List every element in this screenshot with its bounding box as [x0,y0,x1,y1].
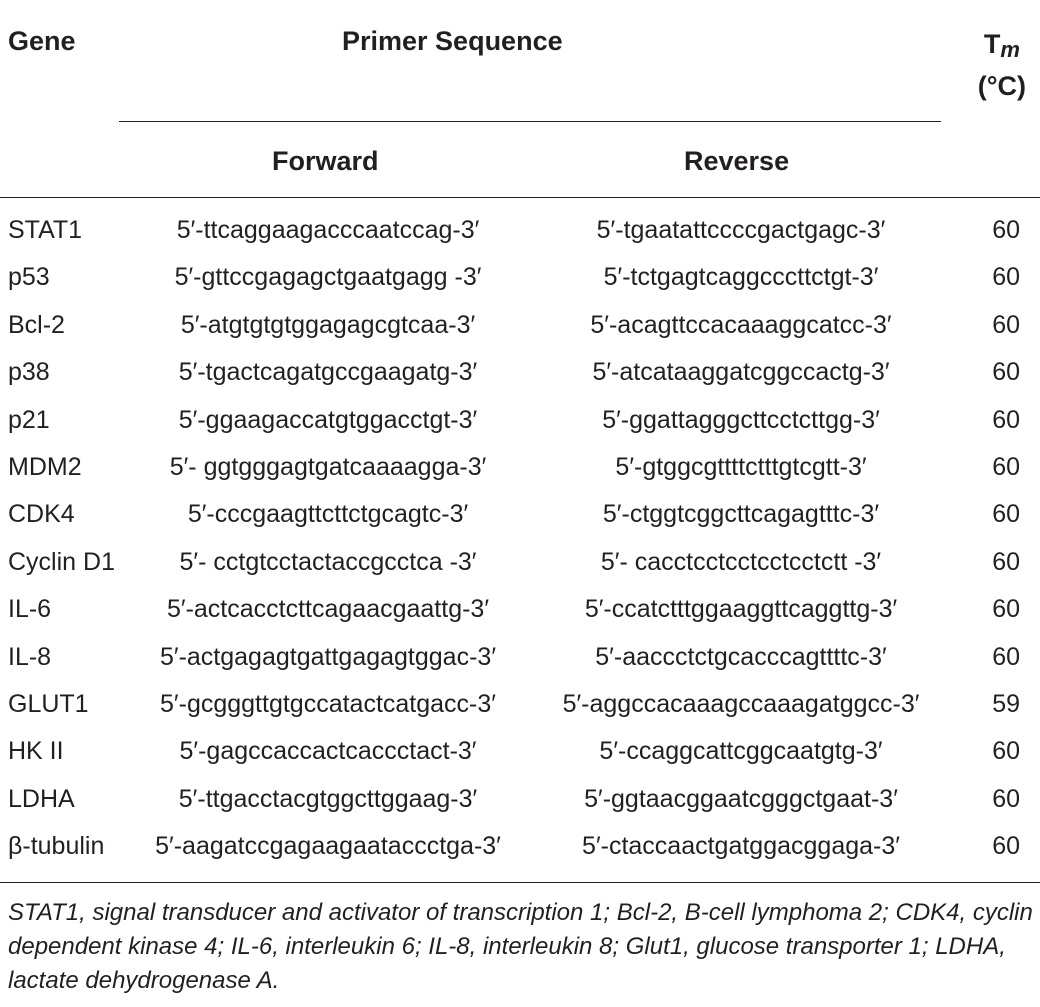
forward-primer-cell: 5′- ggtgggagtgatcaaaagga-3′ [169,452,487,481]
gene-cell: STAT1 [8,216,83,244]
forward-primer-cell: 5′-cccgaagttcttctgcagtc-3′ [187,500,469,529]
subheader-rule [119,121,941,122]
reverse-primer-cell: 5′-ccaggcattcggcaatgtg-3′ [599,737,883,766]
reverse-primer-cell: 5′-tctgagtcaggcccttctgt-3′ [603,263,879,292]
header-tm-unit: (°C) [977,71,1026,101]
gene-cell: IL-6 [8,595,52,624]
gene-cell: p53 [8,263,50,292]
table-row: CDK4 5′-cccgaagttcttctgcagtc-3′ 5′-ctggtcg… [0,494,1040,541]
reverse-primer-cell: 5′-ctggtcggcttcagagtttc-3′ [602,500,880,529]
gene-cell: Cyclin D1 [8,547,115,576]
gene-cell: LDHA [8,784,75,813]
footer-rule [0,882,1040,883]
forward-primer-cell: 5′- cctgtcctactaccgcctca -3′ [179,547,477,576]
gene-cell: CDK4 [8,500,75,529]
table-row: GLUT1 5′-gcgggttgtgccatactcatgacc-3′ 5′-ag… [0,684,1040,731]
gene-cell: GLUT1 [8,689,89,718]
table-row: LDHA 5′-ttgacctacgtggcttggaag-3′ 5′-ggtaac… [0,779,1040,826]
forward-primer-cell: 5′-tgactcagatgccgaagatg-3′ [178,358,478,387]
tm-cell: 60 [992,642,1020,671]
table-row: IL-6 5′-actcacctcttcagaacgaattg-3′ 5′-ccat… [0,589,1040,636]
reverse-primer-cell: 5′-tgaatattccccgactgagc-3′ [596,216,886,244]
table-row: p21 5′-ggaagaccatgtggacctgt-3′ 5′-ggattagg… [0,400,1040,447]
header-rule [0,197,1040,198]
tm-cell: 60 [992,547,1020,576]
reverse-primer-cell: 5′-aaccctctgcacccagttttc-3′ [595,642,887,671]
tm-cell: 59 [992,689,1020,718]
reverse-primer-cell: 5′-aggccacaaagccaaagatggcc-3′ [562,689,920,718]
gene-cell: β-tubulin [8,832,105,861]
tm-cell: 60 [992,405,1020,434]
tm-cell: 60 [992,310,1020,339]
reverse-primer-cell: 5′-ggtaacggaatcgggctgaat-3′ [584,784,898,813]
table-row: MDM2 5′- ggtgggagtgatcaaaagga-3′ 5′-gtggcg… [0,447,1040,494]
forward-primer-cell: 5′-actgagagtgattgagagtggac-3′ [159,642,497,671]
header-forward: Forward [272,146,379,176]
gene-cell: IL-8 [8,642,52,671]
gene-cell: p21 [8,405,50,434]
forward-primer-cell: 5′-ttgacctacgtggcttggaag-3′ [178,784,478,813]
table-footnote: STAT1, signal transducer and activator o… [8,899,1033,994]
tm-cell: 60 [992,832,1020,861]
header-tm-symbol: T [983,29,1001,59]
reverse-primer-cell: 5′-acagttccacaaaggcatcc-3′ [590,310,892,339]
reverse-primer-cell: 5′-gtggcgttttctttgtcgtt-3′ [615,452,867,481]
table-row: Bcl-2 5′-atgtgtgtggagagcgtcaa-3′ 5′-acagtt… [0,305,1040,352]
gene-cell: p38 [8,358,50,387]
reverse-primer-cell: 5′-ggattagggcttcctcttgg-3′ [602,405,880,434]
table-row: HK II 5′-gagccaccactcaccctact-3′ 5′-ccaggc… [0,731,1040,778]
header-gene: Gene [8,26,76,56]
gene-cell: HK II [8,737,64,766]
tm-cell: 60 [992,452,1020,481]
table-row: Cyclin D1 5′- cctgtcctactaccgcctca -3′ 5′-… [0,542,1040,589]
tm-cell: 60 [992,784,1020,813]
forward-primer-cell: 5′-atgtgtgtggagagcgtcaa-3′ [180,310,476,339]
table-row: p53 5′-gttccgagagctgaatgagg -3′ 5′-tctgagt… [0,257,1040,304]
tm-cell: 60 [992,500,1020,529]
reverse-primer-cell: 5′-ccatctttggaaggttcaggttg-3′ [584,595,898,624]
gene-cell: MDM2 [8,452,82,481]
table-row: IL-8 5′-actgagagtgattgagagtggac-3′ 5′-aacc… [0,637,1040,684]
reverse-primer-cell: 5′-atcataaggatcggccactg-3′ [592,358,890,387]
table-body: STAT1 5′-ttcaggaagacccaatccag-3′ 5′-tgaata… [0,210,1040,873]
forward-primer-cell: 5′-gttccgagagctgaatgagg -3′ [174,263,482,292]
forward-primer-cell: 5′-actcacctcttcagaacgaattg-3′ [166,595,490,624]
tm-cell: 60 [992,737,1020,766]
table-row: STAT1 5′-ttcaggaagacccaatccag-3′ 5′-tgaata… [0,210,1040,257]
forward-primer-cell: 5′-ttcaggaagacccaatccag-3′ [176,216,480,244]
forward-primer-cell: 5′-gagccaccactcaccctact-3′ [179,737,477,766]
forward-primer-cell: 5′-ggaagaccatgtggacctgt-3′ [178,405,478,434]
tm-cell: 60 [992,595,1020,624]
header-reverse: Reverse [684,146,790,176]
header-tm-subscript: m [1000,37,1020,62]
header-primer-sequence: Primer Sequence [342,26,563,56]
tm-cell: 60 [992,216,1020,244]
tm-cell: 60 [992,263,1020,292]
tm-cell: 60 [992,358,1020,387]
reverse-primer-cell: 5′-ctaccaactgatggacggaga-3′ [582,832,900,861]
table-row: p38 5′-tgactcagatgccgaagatg-3′ 5′-atcataag… [0,352,1040,399]
table-row: β-tubulin 5′-aagatccgagaagaataccctga-3′ 5′… [0,826,1040,873]
reverse-primer-cell: 5′- cacctcctcctcctcctctt -3′ [600,547,882,576]
gene-cell: Bcl-2 [8,310,65,339]
header-tm: Tm (°C) [978,26,1026,104]
forward-primer-cell: 5′-gcgggttgtgccatactcatgacc-3′ [160,689,496,718]
forward-primer-cell: 5′-aagatccgagaagaataccctga-3′ [155,832,501,861]
